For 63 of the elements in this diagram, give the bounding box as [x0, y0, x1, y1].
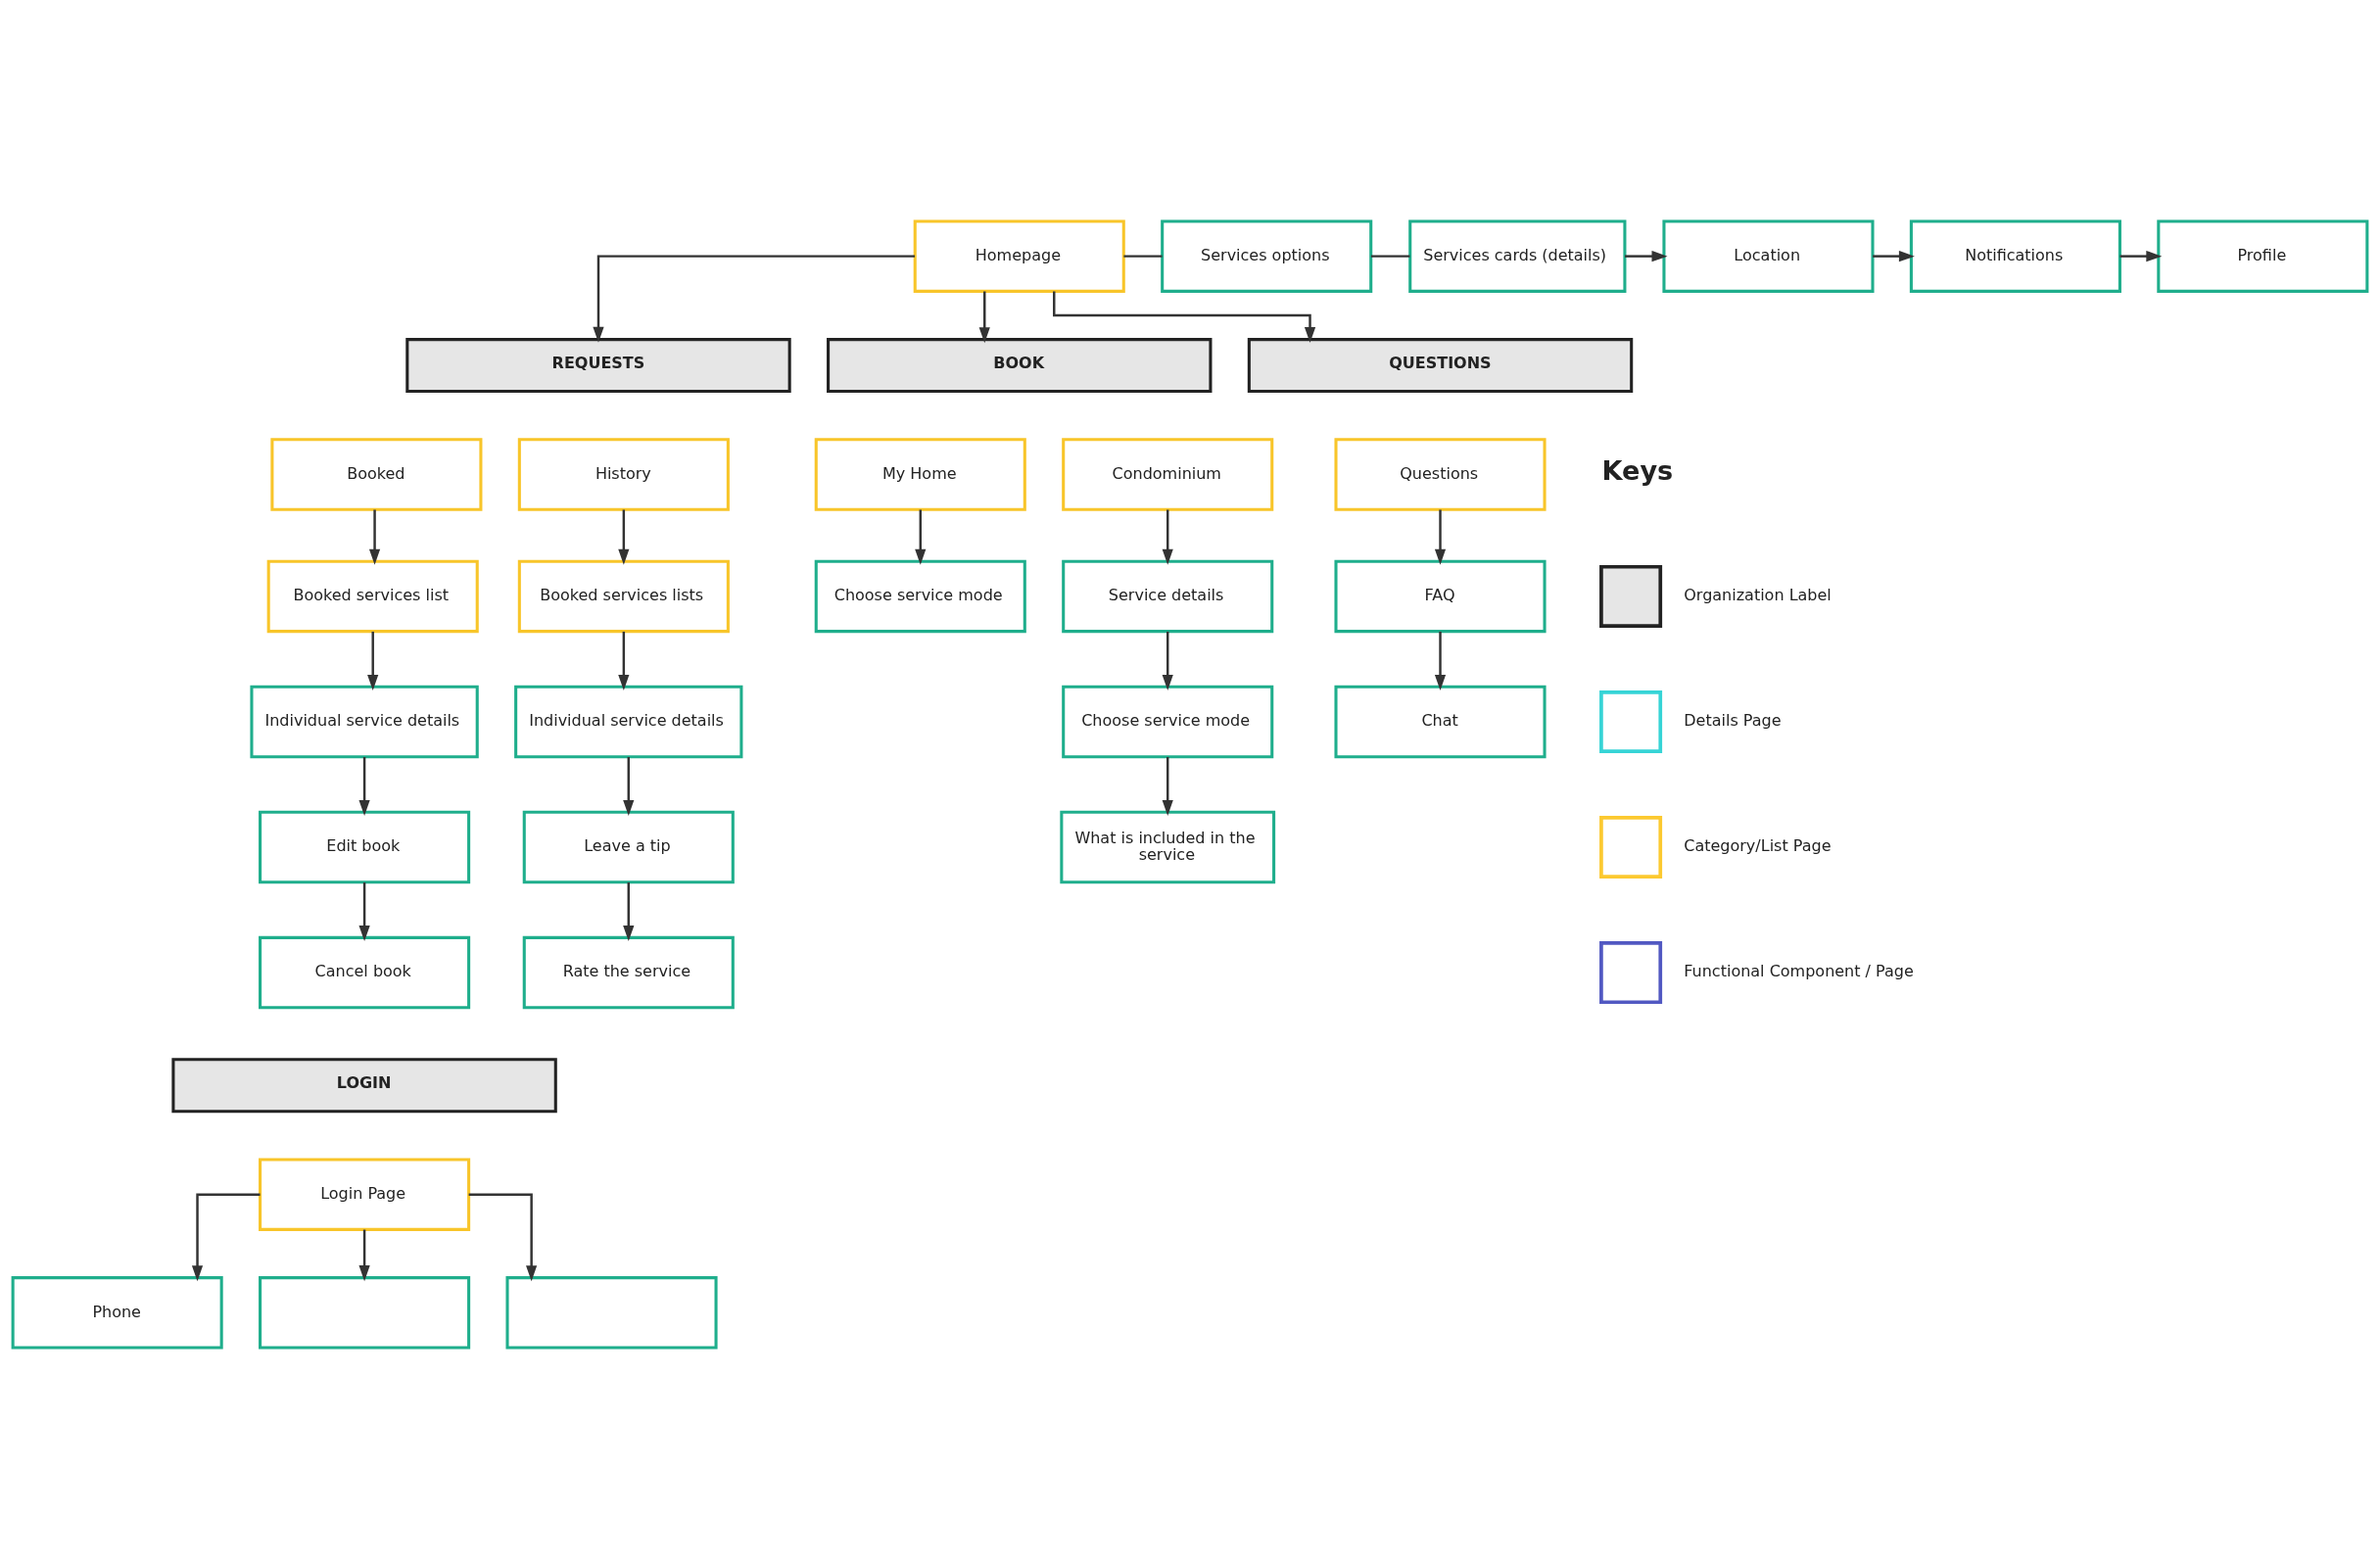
node-box: Edit book	[259, 810, 471, 883]
node-box: Service details	[1062, 559, 1274, 633]
arrow	[358, 881, 370, 941]
arrow	[623, 756, 635, 816]
node-box: Phone	[11, 1275, 223, 1350]
arrow	[1873, 250, 1915, 261]
arrow	[1434, 631, 1447, 690]
arrow	[915, 509, 927, 565]
node-box	[259, 1275, 471, 1350]
node-box: What is included in the service	[1060, 810, 1276, 883]
node-box: Services options	[1161, 218, 1373, 293]
node-box: Notifications	[1909, 218, 2121, 293]
node-box: LOGIN	[171, 1057, 557, 1113]
node-box: Booked services lists	[517, 559, 730, 633]
node-box: Homepage	[913, 218, 1125, 293]
legend-label: Organization Label	[1684, 585, 1832, 604]
arrow	[367, 631, 379, 690]
label: Keys	[1601, 454, 1674, 486]
legend-label: Functional Component / Page	[1684, 961, 1914, 980]
node-box: Individual service details	[250, 685, 479, 758]
node-box: REQUESTS	[405, 337, 791, 393]
node-box	[505, 1275, 718, 1350]
arrow	[2119, 250, 2163, 261]
arrow	[978, 291, 990, 343]
node-box: BOOK	[827, 337, 1213, 393]
node-box: Condominium	[1062, 437, 1274, 511]
arrow	[623, 881, 635, 941]
connector	[1370, 254, 1410, 258]
node-box: Profile	[2157, 218, 2369, 293]
node-box: Choose service mode	[1062, 685, 1274, 758]
node-box: History	[517, 437, 730, 511]
node-box: FAQ	[1334, 559, 1547, 633]
node-box: Cancel book	[259, 935, 471, 1009]
node-box: Questions	[1334, 437, 1547, 511]
node-box: My Home	[814, 437, 1026, 511]
node-box: Booked	[270, 437, 483, 511]
arrow	[618, 509, 630, 565]
arrow	[1053, 290, 1316, 343]
node-box: Leave a tip	[522, 810, 735, 883]
legend-label: Details Page	[1684, 710, 1782, 730]
arrow	[368, 509, 381, 565]
arrow	[1434, 509, 1447, 565]
node-box: Services cards (details)	[1408, 218, 1627, 293]
arrow	[358, 1229, 370, 1281]
arrow	[1162, 631, 1173, 690]
node-box: Chat	[1334, 685, 1547, 758]
arrow	[191, 1192, 261, 1281]
arrow	[358, 756, 370, 816]
node-box: Login Page	[259, 1157, 471, 1231]
arrow	[618, 631, 630, 690]
node-box: Individual service details	[514, 685, 743, 758]
node-box: Choose service mode	[814, 559, 1026, 633]
arrow	[1162, 756, 1173, 816]
node-box: QUESTIONS	[1247, 337, 1634, 393]
node-box: Location	[1662, 218, 1875, 293]
node-box: Rate the service	[522, 935, 735, 1009]
arrow	[593, 254, 915, 343]
arrow	[468, 1192, 538, 1281]
arrow	[1162, 509, 1173, 565]
legend-label: Category/List Page	[1684, 835, 1832, 855]
arrow	[1625, 250, 1668, 261]
node-box: Booked services list	[266, 559, 479, 633]
connector	[1123, 254, 1163, 258]
